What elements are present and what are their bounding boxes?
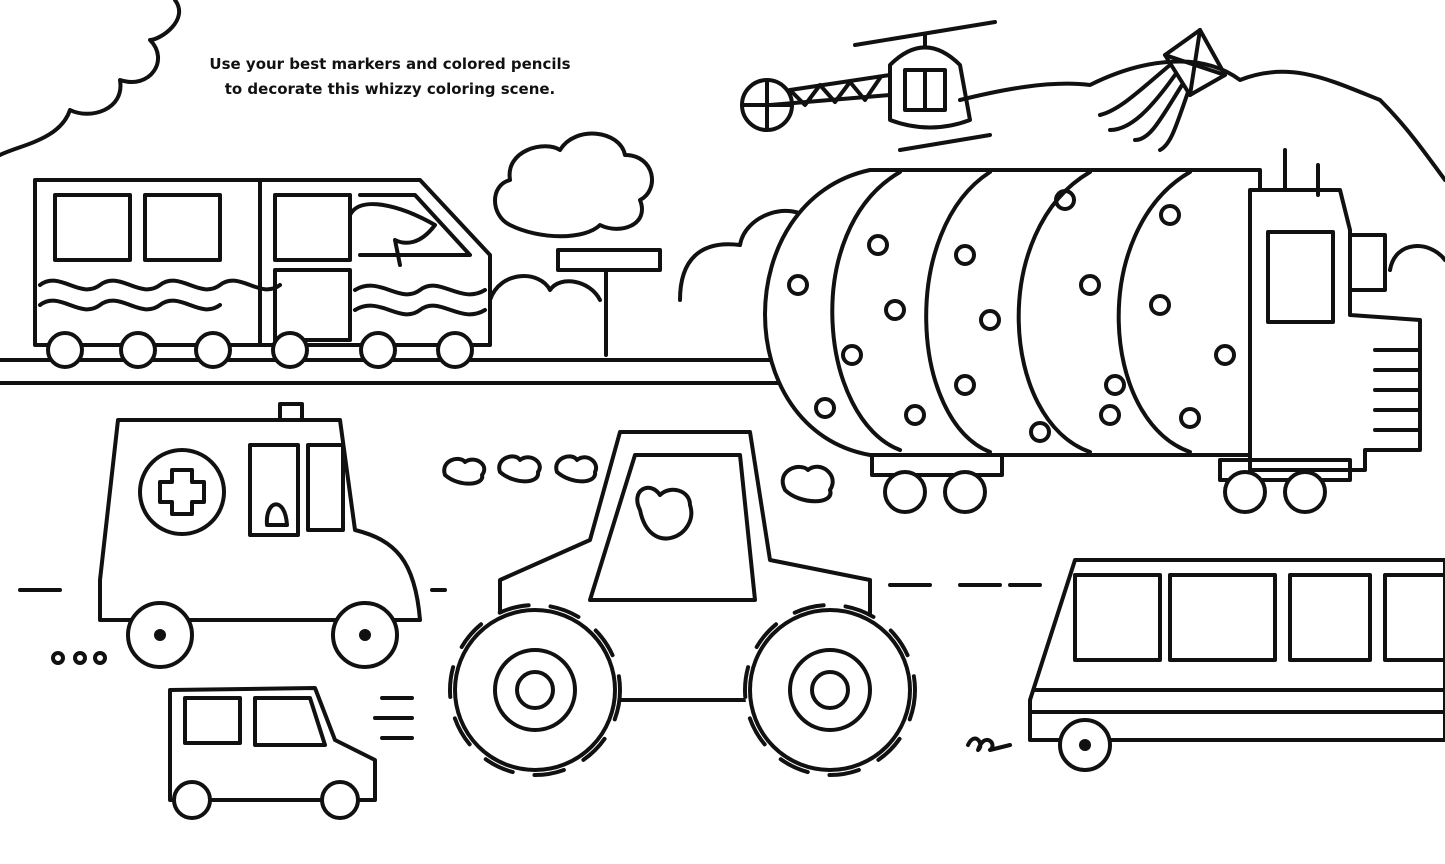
small-car — [168, 686, 414, 820]
road-dashes — [18, 583, 1042, 592]
cloud-top-left — [0, 0, 182, 157]
cloud-middle — [493, 131, 654, 239]
gear-wheel-right — [743, 603, 917, 777]
gear-wheel-left — [448, 603, 622, 777]
bus — [966, 558, 1445, 772]
tanker-truck — [763, 148, 1422, 514]
helicopter — [740, 20, 997, 152]
instructions-text: Use your best markers and colored pencil… — [160, 52, 620, 102]
kite — [1098, 28, 1227, 152]
instructions-line-2: to decorate this whizzy coloring scene. — [224, 80, 556, 98]
train — [33, 178, 492, 369]
exhaust-puffs — [442, 454, 835, 504]
tractor — [448, 430, 917, 777]
bushes — [488, 209, 1445, 302]
hills — [958, 59, 1445, 182]
instructions-line-1: Use your best markers and colored pencil… — [209, 55, 571, 73]
ambulance — [51, 402, 422, 669]
road-sign — [556, 248, 662, 357]
